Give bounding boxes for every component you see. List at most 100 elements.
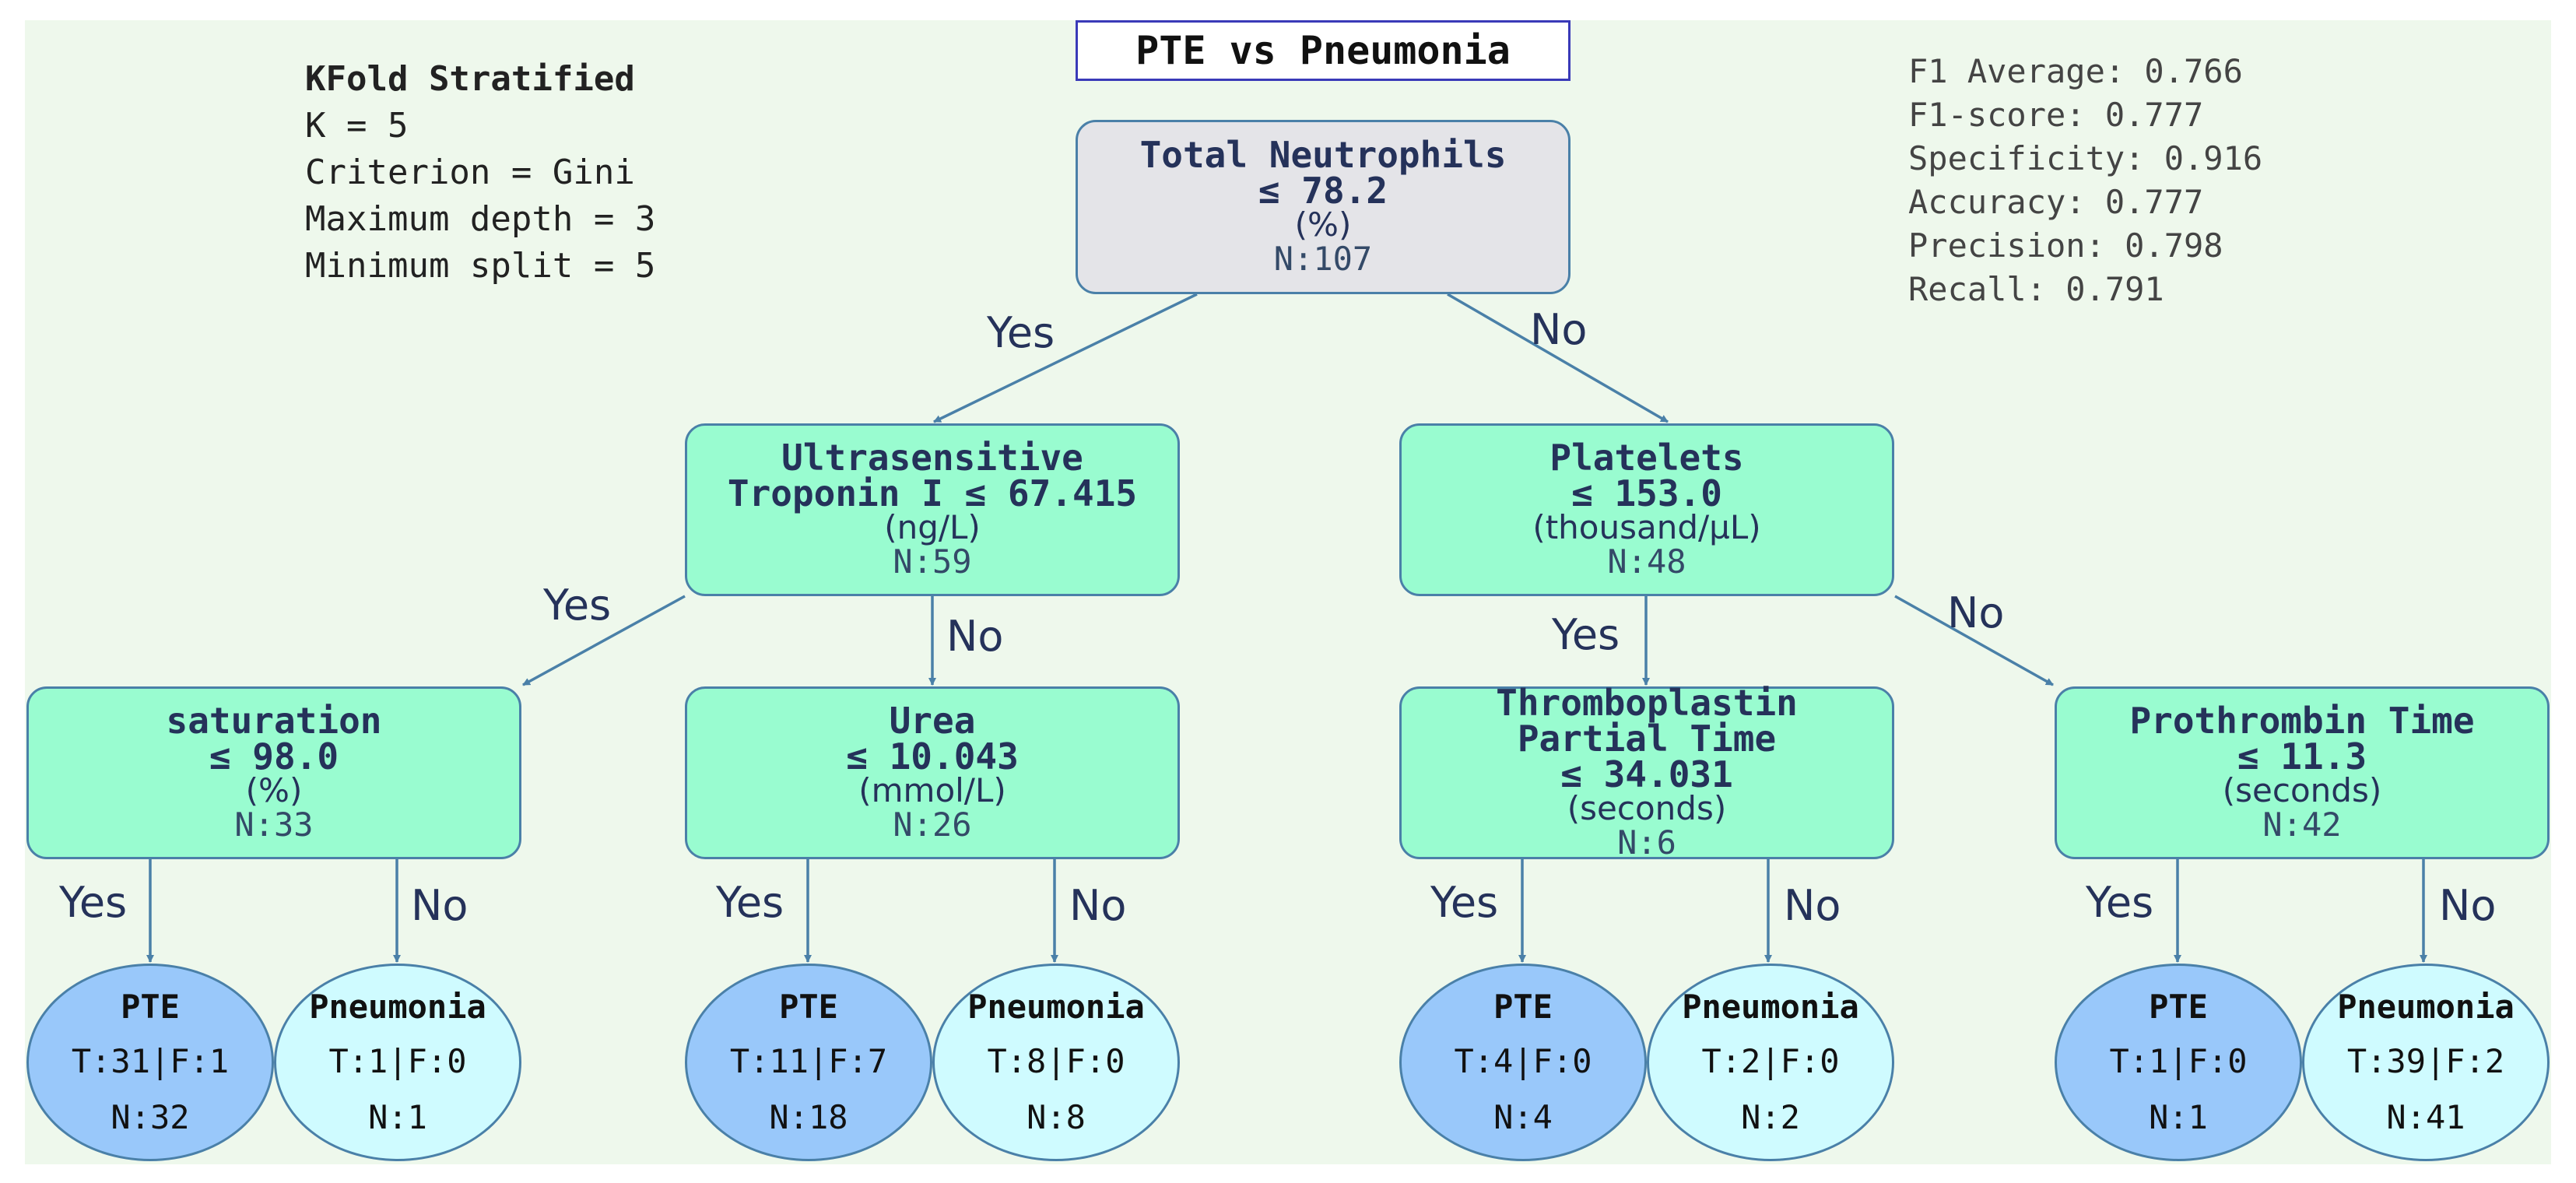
node-rule: ≤ 34.031 [1560, 753, 1733, 795]
node-thromboplastin-partial-time: Thromboplastin Partial Time ≤ 34.031 (se… [1399, 682, 1894, 862]
node-count: N:48 [1607, 542, 1686, 581]
node-rule: ≤ 10.043 [846, 735, 1019, 778]
node-saturation: saturation ≤ 98.0 (%) N:33 [26, 686, 521, 859]
node-unit: (ng/L) [884, 508, 981, 546]
node-unit: (seconds) [1567, 789, 1727, 827]
metric-f1-average: F1 Average: 0.766 [1908, 52, 2243, 90]
edge-root-plat [1447, 293, 1669, 423]
metric-f1-score: F1-score: 0.777 [1908, 96, 2204, 134]
node-unit: (mmol/L) [858, 771, 1006, 809]
leaf-class: PTE [1493, 988, 1553, 1026]
edge-plat-proth [1894, 595, 2054, 686]
node-count: N:42 [2262, 806, 2342, 844]
leaf-count: N:1 [2149, 1098, 2208, 1136]
leaf-true-false: T:11|F:7 [729, 1042, 888, 1080]
leaf-pte: PTE T:31|F:1 N:32 [26, 964, 274, 1161]
edge-label-yes: Yes [1430, 878, 1499, 927]
node-label: saturation [166, 700, 382, 742]
param-k: K = 5 [305, 106, 409, 146]
metric-accuracy: Accuracy: 0.777 [1908, 183, 2204, 221]
leaf-count: N:2 [1741, 1098, 1800, 1136]
node-label: Ultrasensitive [781, 437, 1083, 479]
leaf-true-false: T:8|F:0 [987, 1042, 1125, 1080]
leaf-count: N:8 [1027, 1098, 1086, 1136]
edge-label-yes: Yes [987, 308, 1055, 357]
leaf-true-false: T:39|F:2 [2346, 1042, 2505, 1080]
leaf-class: Pneumonia [1682, 988, 1859, 1026]
metric-specificity: Specificity: 0.916 [1908, 139, 2263, 177]
leaf-count: N:41 [2386, 1098, 2465, 1136]
leaf-class: Pneumonia [967, 988, 1145, 1026]
leaf-class: Pneumonia [309, 988, 486, 1026]
node-unit: (%) [245, 771, 303, 809]
leaf-count: N:18 [769, 1098, 848, 1136]
node-count: N:26 [893, 806, 972, 844]
leaf-pneumonia: Pneumonia T:2|F:0 N:2 [1647, 964, 1894, 1161]
node-label: Platelets [1549, 437, 1744, 479]
node-label: Total Neutrophils [1139, 134, 1507, 176]
leaf-class: PTE [2149, 988, 2208, 1026]
node-urea: Urea ≤ 10.043 (mmol/L) N:26 [685, 686, 1180, 859]
node-total-neutrophils: Total Neutrophils ≤ 78.2 (%) N:107 [1076, 120, 1571, 294]
node-count: N:33 [234, 806, 314, 844]
edge-label-yes: Yes [2086, 878, 2154, 927]
edge-label-yes: Yes [543, 581, 612, 630]
metric-recall: Recall: 0.791 [1908, 270, 2164, 308]
leaf-count: N:1 [368, 1098, 427, 1136]
node-label: Prothrombin Time [2129, 700, 2475, 742]
edge-label-no: No [2439, 881, 2497, 930]
param-min-split: Minimum split = 5 [305, 246, 656, 286]
edge-trop-sat [522, 595, 686, 686]
edge-label-no: No [946, 612, 1004, 661]
node-count: N:59 [893, 542, 972, 581]
edge-label-yes: Yes [716, 878, 784, 927]
node-label: Urea [889, 700, 976, 742]
diagram-title: PTE vs Pneumonia [1076, 20, 1571, 81]
node-count: N:107 [1273, 240, 1373, 278]
edge-label-yes: Yes [59, 878, 128, 927]
leaf-pte: PTE T:11|F:7 N:18 [685, 964, 932, 1161]
leaf-class: PTE [121, 988, 180, 1026]
params-heading: KFold Stratified [305, 59, 635, 99]
leaf-true-false: T:2|F:0 [1701, 1042, 1840, 1080]
node-unit: (seconds) [2222, 771, 2382, 809]
leaf-true-false: T:1|F:0 [328, 1042, 467, 1080]
edge-label-no: No [1947, 588, 2005, 637]
node-unit: (%) [1294, 205, 1352, 244]
leaf-pneumonia: Pneumonia T:1|F:0 N:1 [274, 964, 521, 1161]
leaf-class: Pneumonia [2337, 988, 2515, 1026]
node-rule: ≤ 98.0 [209, 735, 339, 778]
param-criterion: Criterion = Gini [305, 153, 635, 192]
node-count: N:6 [1617, 823, 1676, 862]
leaf-pneumonia: Pneumonia T:8|F:0 N:8 [932, 964, 1180, 1161]
edge-root-trop [933, 293, 1198, 423]
node-label: Thromboplastin [1496, 682, 1798, 724]
leaf-true-false: T:1|F:0 [2109, 1042, 2248, 1080]
node-rule: ≤ 78.2 [1258, 170, 1388, 212]
node-platelets: Platelets ≤ 153.0 (thousand/µL) N:48 [1399, 423, 1894, 596]
node-unit: (thousand/µL) [1532, 508, 1761, 546]
edge-label-no: No [411, 881, 469, 930]
metric-precision: Precision: 0.798 [1908, 226, 2223, 265]
model-parameters: KFold Stratified K = 5 Criterion = Gini … [305, 56, 655, 290]
leaf-true-false: T:4|F:0 [1454, 1042, 1592, 1080]
metrics-panel: F1 Average: 0.766 F1-score: 0.777 Specif… [1908, 50, 2262, 311]
edge-label-no: No [1069, 881, 1127, 930]
leaf-pneumonia: Pneumonia T:39|F:2 N:41 [2302, 964, 2550, 1161]
node-prothrombin-time: Prothrombin Time ≤ 11.3 (seconds) N:42 [2055, 686, 2550, 859]
node-ultrasensitive-troponin: Ultrasensitive Troponin I ≤ 67.415 (ng/L… [685, 423, 1180, 596]
leaf-true-false: T:31|F:1 [71, 1042, 230, 1080]
leaf-pte: PTE T:1|F:0 N:1 [2055, 964, 2302, 1161]
node-label-line2: Partial Time [1517, 718, 1777, 760]
edge-label-no: No [1530, 305, 1588, 354]
leaf-class: PTE [779, 988, 838, 1026]
leaf-count: N:4 [1493, 1098, 1553, 1136]
param-max-depth: Maximum depth = 3 [305, 199, 656, 239]
node-rule: ≤ 11.3 [2237, 735, 2367, 778]
leaf-pte: PTE T:4|F:0 N:4 [1399, 964, 1647, 1161]
edge-label-yes: Yes [1552, 610, 1620, 659]
leaf-count: N:32 [111, 1098, 190, 1136]
node-rule: Troponin I ≤ 67.415 [727, 472, 1138, 514]
edge-label-no: No [1784, 881, 1841, 930]
